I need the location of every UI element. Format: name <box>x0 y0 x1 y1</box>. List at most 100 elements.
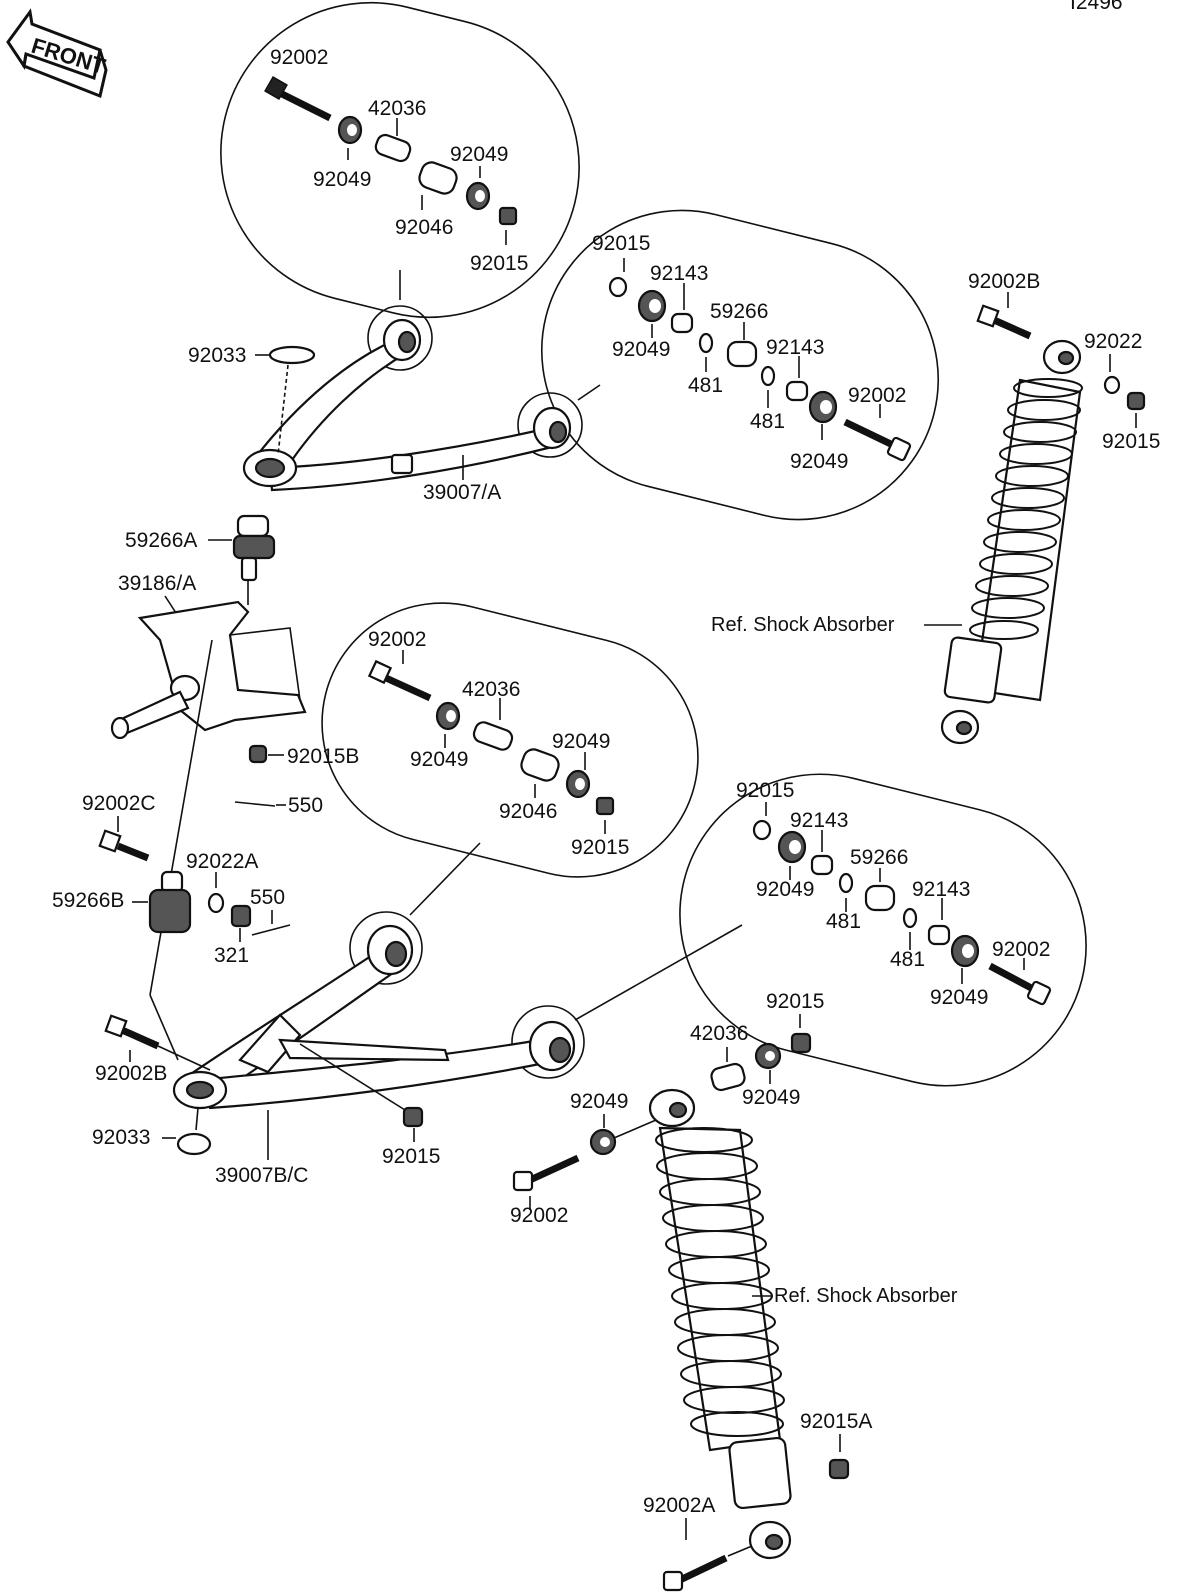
bolt-92002-icon <box>264 76 332 122</box>
collar-92049-icon <box>435 701 461 731</box>
label-92143: 92143 <box>790 809 848 832</box>
detail-balloon-upper-rear: 92015 92143 59266 92049 481 92143 481 92… <box>540 209 940 521</box>
label-481: 481 <box>890 948 925 971</box>
label-59266b: 59266B <box>52 889 124 912</box>
bushing-59266-icon <box>726 340 758 368</box>
collar-92049b-icon <box>565 769 591 799</box>
label-92015a: 92015A <box>800 1410 872 1433</box>
upper-a-arm: 39007/A 92033 <box>188 305 583 504</box>
bolt-92002-icon <box>512 1154 580 1192</box>
label-92002: 92002 <box>270 46 328 69</box>
label-92049: 92049 <box>742 1086 800 1109</box>
sleeve-42036-icon <box>710 1062 746 1092</box>
label-321: 321 <box>214 944 249 967</box>
label-481: 481 <box>750 410 785 433</box>
label-42036: 42036 <box>368 97 426 120</box>
bushing-59266-icon <box>864 884 896 912</box>
label-59266: 59266 <box>850 846 908 869</box>
collar-92049-icon <box>754 1042 782 1070</box>
label-92049: 92049 <box>410 748 468 771</box>
washer-92022-icon <box>1103 375 1121 395</box>
nut-92015-icon <box>608 276 628 298</box>
label-42036: 42036 <box>690 1022 748 1045</box>
label-550: 550 <box>250 886 285 909</box>
sleeve-42036-icon <box>374 133 412 163</box>
label-481: 481 <box>688 374 723 397</box>
label-59266a: 59266A <box>125 529 197 552</box>
ring-481b-icon <box>760 365 776 387</box>
label-92143: 92143 <box>912 878 970 901</box>
sleeve-42036-icon <box>472 721 514 751</box>
cotter-pin-550-icon <box>234 801 276 807</box>
label-92015: 92015 <box>592 232 650 255</box>
nut-92015-icon <box>1126 391 1146 411</box>
bolt-92002a-icon <box>662 1554 728 1592</box>
label-92015: 92015 <box>382 1145 440 1168</box>
shock-absorber-upper: 92002B 92022 92015 Ref. Shock Absorber <box>711 270 1160 745</box>
label-92015: 92015 <box>571 836 629 859</box>
ball-joint-59266b-icon <box>148 870 192 934</box>
label-92143: 92143 <box>650 262 708 285</box>
shock-absorber-lower: 92015 42036 92049 92049 92002 <box>510 990 958 1592</box>
detail-balloon-lower-front: 92002 42036 92049 92049 92046 92015 <box>321 602 699 916</box>
sleeve-92143-icon <box>670 312 694 334</box>
label-92002: 92002 <box>368 628 426 651</box>
label-92049: 92049 <box>570 1090 628 1113</box>
label-42036: 42036 <box>462 678 520 701</box>
ring-481-icon <box>698 332 714 354</box>
coil-spring-icon <box>969 378 1083 640</box>
label-92049: 92049 <box>612 338 670 361</box>
bushing-92046-icon <box>520 748 560 782</box>
cotter-pin-550b-icon <box>251 924 291 936</box>
label-92022a: 92022A <box>186 850 258 873</box>
nut-92015-icon <box>752 819 772 841</box>
nut-92015a-icon <box>828 1458 850 1480</box>
collar-92049-icon <box>337 115 363 145</box>
collar-92049b-icon <box>589 1128 617 1156</box>
sleeve-92143b-icon <box>785 380 809 402</box>
ball-joint-59266a-icon <box>232 514 276 605</box>
collar-92049-icon <box>777 830 807 864</box>
nut-92015-icon <box>790 1032 812 1054</box>
label-92049: 92049 <box>790 450 848 473</box>
label-92049: 92049 <box>756 878 814 901</box>
corner-code: I2496 <box>1070 0 1123 14</box>
collar-92049b-icon <box>808 390 838 424</box>
detail-balloon-upper-front: 92002 42036 92049 92049 92046 92015 <box>220 1 580 319</box>
label-92033: 92033 <box>188 344 246 367</box>
label-92015: 92015 <box>1102 430 1160 453</box>
collar-92049-icon <box>637 289 667 323</box>
label-92002b: 92002B <box>95 1062 167 1085</box>
bolt-92002b-icon <box>104 1014 160 1050</box>
label-92033: 92033 <box>92 1126 150 1149</box>
label-92015: 92015 <box>766 990 824 1013</box>
label-92002b: 92002B <box>968 270 1040 293</box>
bolt-92002b-icon <box>976 304 1032 340</box>
label-ref-shock-absorber: Ref. Shock Absorber <box>774 1285 958 1307</box>
bushing-92046-icon <box>418 161 458 195</box>
label-39186-a: 39186/A <box>118 572 196 595</box>
bolt-92002-icon <box>843 418 912 462</box>
collar-92049b-icon <box>465 181 491 211</box>
castle-nut-321-icon <box>230 904 252 928</box>
sleeve-92143b-icon <box>927 924 951 946</box>
bolt-92002c-icon <box>98 829 150 862</box>
label-92015: 92015 <box>470 252 528 275</box>
lower-a-arm: 39007B/C <box>172 911 585 1187</box>
label-92049: 92049 <box>930 986 988 1009</box>
nut-92015b-icon <box>248 744 268 764</box>
label-92049: 92049 <box>313 168 371 191</box>
nut-92015-icon <box>498 206 518 226</box>
collar-92049b-icon <box>950 934 980 968</box>
coil-spring-icon <box>655 1127 785 1437</box>
label-92015b: 92015B <box>287 745 359 768</box>
label-92022: 92022 <box>1084 330 1142 353</box>
sleeve-92143-icon <box>810 854 834 876</box>
label-92002: 92002 <box>848 384 906 407</box>
label-92002: 92002 <box>992 938 1050 961</box>
label-92049: 92049 <box>450 143 508 166</box>
label-481: 481 <box>826 910 861 933</box>
label-92049: 92049 <box>552 730 610 753</box>
